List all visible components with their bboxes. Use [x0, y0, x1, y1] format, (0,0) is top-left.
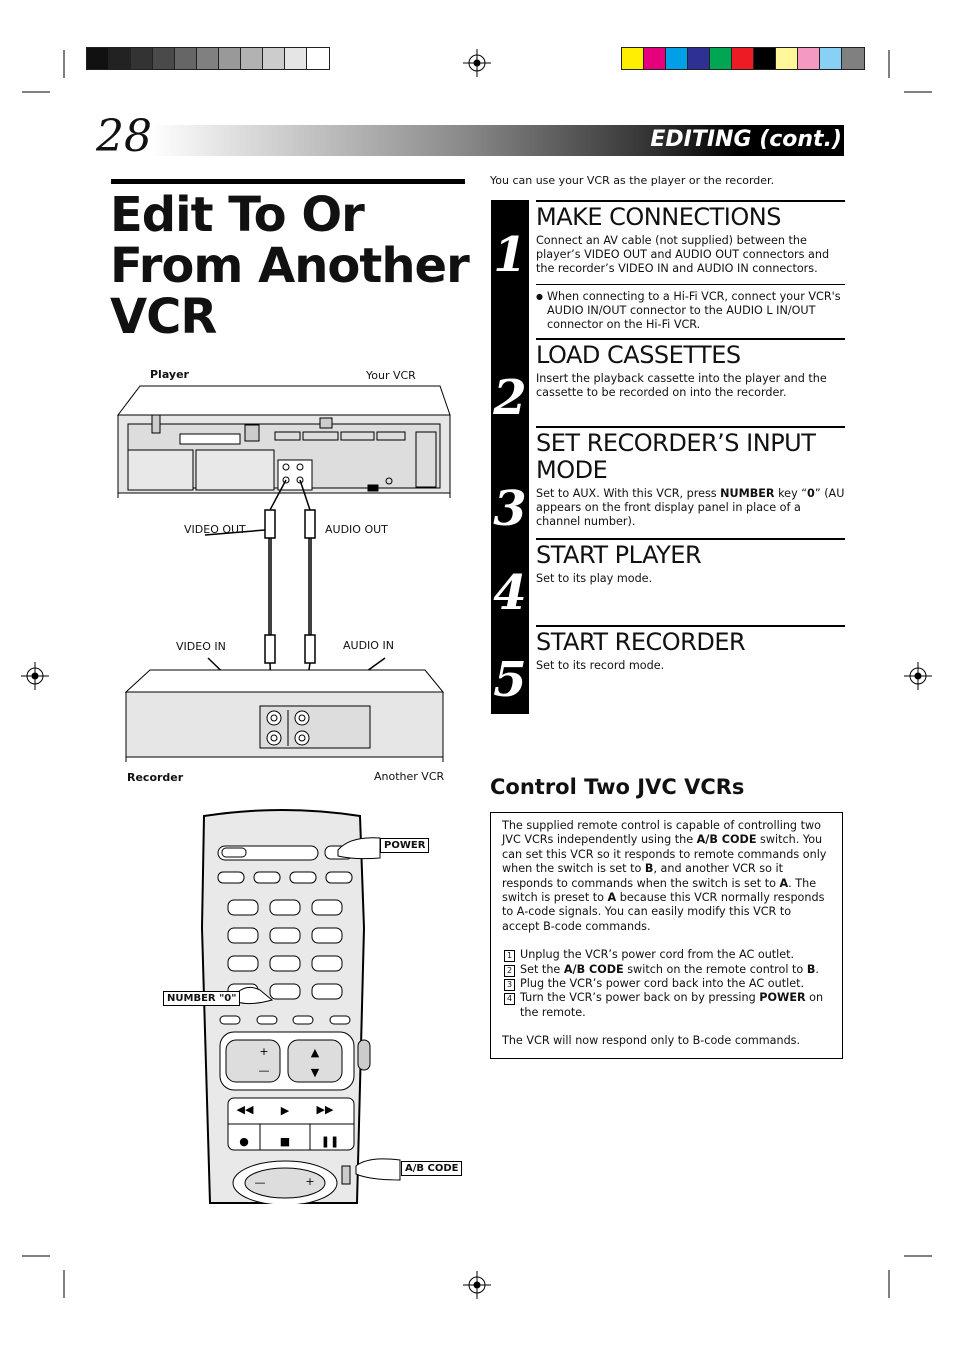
svg-text:▶: ▶ — [281, 1104, 290, 1117]
remote-control-illustration: +— ▲▼ ◀◀▶▶▶ ●■❚❚ —+ — [200, 809, 401, 1204]
step-text: Set to its record mode. — [536, 659, 665, 672]
step-note: When connecting to a Hi-Fi VCR, connect … — [536, 284, 845, 332]
control-footer: The VCR will now respond only to B-code … — [502, 1034, 801, 1048]
step-load-cassettes: LOAD CASSETTES Insert the playback casse… — [536, 338, 845, 400]
color-swatch — [175, 48, 197, 69]
color-swatch — [798, 48, 820, 69]
registration-mark-right — [904, 662, 932, 690]
color-swatch — [285, 48, 307, 69]
step-set-input-mode: SET RECORDER’S INPUT MODE Set to AUX. Wi… — [536, 426, 845, 529]
color-swatch — [622, 48, 644, 69]
page-number: 28 — [96, 111, 152, 162]
audio-in-label: AUDIO IN — [343, 639, 394, 652]
number-0-button — [269, 983, 301, 1000]
svg-text:+: + — [305, 1175, 314, 1188]
svg-text:—: — — [259, 1064, 270, 1077]
audio-out-label: AUDIO OUT — [325, 523, 388, 536]
step-heading: START PLAYER — [536, 541, 702, 569]
your-vcr-label: Your VCR — [366, 369, 416, 382]
step-heading: LOAD CASSETTES — [536, 341, 741, 369]
step-text: Set to its play mode. — [536, 572, 653, 585]
step-text: Insert the playback cassette into the pl… — [536, 372, 827, 399]
step-number-bar: 1 2 3 4 5 — [491, 200, 529, 714]
step-number-2: 2 — [493, 370, 527, 426]
power-callout: POWER — [380, 838, 430, 853]
svg-text:—: — — [255, 1176, 266, 1189]
svg-text:●: ● — [239, 1135, 249, 1148]
video-out-label: VIDEO OUT — [184, 523, 246, 536]
color-swatch — [776, 48, 798, 69]
section-label: EDITING (cont.) — [650, 127, 842, 152]
svg-text:❚❚: ❚❚ — [321, 1135, 339, 1148]
another-vcr-label: Another VCR — [374, 770, 445, 783]
svg-text:▲: ▲ — [311, 1046, 320, 1059]
svg-text:◀◀: ◀◀ — [237, 1103, 254, 1116]
color-swatch — [241, 48, 263, 69]
control-paragraph: The supplied remote control is capable o… — [502, 819, 827, 933]
color-swatch — [820, 48, 842, 69]
step-text: Connect an AV cable (not supplied) betwe… — [536, 234, 830, 275]
player-label: Player — [150, 368, 189, 381]
step-heading: SET RECORDER’S INPUT MODE — [536, 429, 816, 484]
step-text: Set to AUX. With this VCR, press NUMBER … — [536, 487, 845, 528]
color-swatch — [109, 48, 131, 69]
registration-mark-top — [463, 49, 491, 77]
step-heading: START RECORDER — [536, 628, 746, 656]
color-swatch — [842, 48, 864, 69]
registration-mark-left — [21, 662, 49, 690]
color-swatch — [131, 48, 153, 69]
color-swatch — [710, 48, 732, 69]
color-swatch — [754, 48, 776, 69]
color-calibration-bar — [621, 47, 865, 70]
svg-text:+: + — [259, 1045, 268, 1058]
ab-code-callout: A/B CODE — [401, 1161, 463, 1176]
step-make-connections: MAKE CONNECTIONS Connect an AV cable (no… — [536, 200, 845, 332]
grayscale-calibration-bar — [86, 47, 330, 70]
control-info-box: The supplied remote control is capable o… — [490, 812, 843, 1059]
color-swatch — [732, 48, 754, 69]
number-key: NUMBER — [720, 487, 775, 500]
page-title: Edit To Or From Another VCR — [110, 187, 470, 345]
vcr-connection-diagram — [116, 385, 451, 762]
step-start-recorder: START RECORDER Set to its record mode. — [536, 625, 845, 673]
step-number-5: 5 — [493, 652, 527, 708]
svg-text:▶▶: ▶▶ — [317, 1103, 334, 1116]
svg-text:▼: ▼ — [311, 1066, 320, 1079]
recorder-vcr-illustration — [124, 669, 445, 762]
svg-text:■: ■ — [280, 1135, 290, 1148]
color-swatch — [153, 48, 175, 69]
step-start-player: START PLAYER Set to its play mode. — [536, 538, 845, 586]
color-swatch — [219, 48, 241, 69]
color-swatch — [666, 48, 688, 69]
intro-text: You can use your VCR as the player or th… — [490, 174, 775, 187]
step-number-1: 1 — [493, 227, 527, 283]
color-swatch — [688, 48, 710, 69]
header-band — [150, 125, 844, 156]
step-heading: MAKE CONNECTIONS — [536, 203, 781, 231]
player-vcr-illustration — [116, 385, 451, 498]
color-swatch — [644, 48, 666, 69]
color-swatch — [307, 48, 329, 69]
title-rule — [111, 179, 465, 184]
color-swatch — [197, 48, 219, 69]
color-swatch — [87, 48, 109, 69]
control-heading: Control Two JVC VCRs — [490, 775, 745, 799]
step-number-4: 4 — [493, 565, 527, 621]
registration-mark-bottom — [463, 1271, 491, 1299]
number-0-callout: NUMBER "0" — [163, 991, 241, 1006]
video-in-label: VIDEO IN — [176, 640, 226, 653]
color-swatch — [263, 48, 285, 69]
step-number-3: 3 — [493, 481, 527, 537]
recorder-label: Recorder — [127, 771, 184, 784]
